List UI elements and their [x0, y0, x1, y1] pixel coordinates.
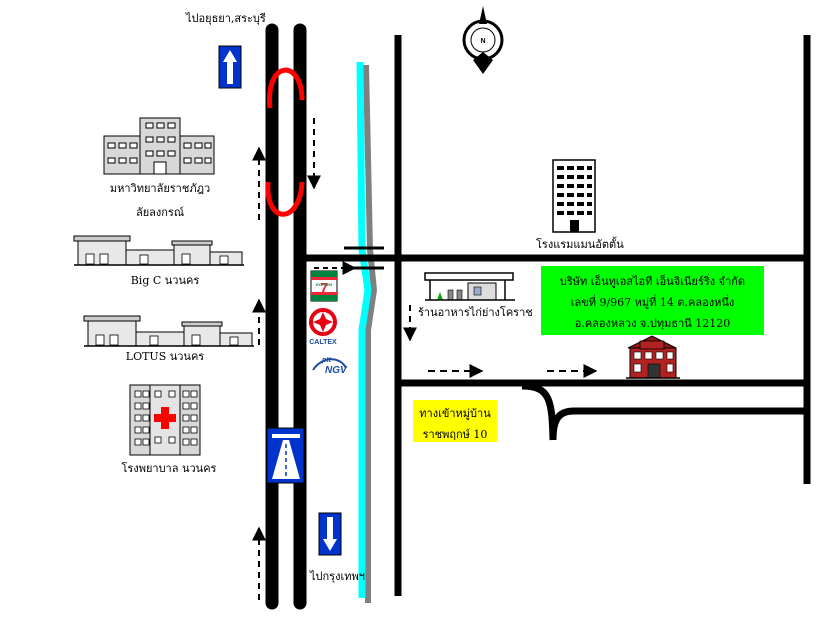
label-to-ayutthaya: ไปอยุธยา,สระบุรี: [186, 12, 266, 25]
label-hospital: โรงพยาบาล นวนคร: [121, 462, 217, 475]
label-hotel: โรงแรมแมนอัตตั้น: [536, 238, 624, 251]
company-house-icon: [626, 335, 680, 379]
ptt-label: ptt: [321, 357, 332, 364]
village-entrance-road: [521, 382, 557, 441]
compass-icon: [462, 6, 504, 74]
seven-eleven-logo-icon: [310, 270, 338, 302]
ptt-ngv-logo-icon: [312, 358, 347, 371]
caltex-label: CALTEX: [309, 339, 337, 346]
ngv-label: NGV: [325, 365, 348, 376]
hotel-building-icon: [552, 159, 596, 233]
mall-building-icon-lotus: [83, 315, 254, 347]
village-entrance-box: ทางเข้าหมู่บ้าน ราชพฤกษ์ 10: [413, 400, 497, 442]
down-arrow-sign-icon: [318, 512, 342, 556]
motorway-sign-icon: [266, 427, 305, 484]
canal: [356, 61, 372, 598]
compass-north-letter: N: [480, 38, 485, 45]
u-turn-bottom: [265, 181, 305, 217]
mall-building-icon-bigc: [73, 235, 244, 266]
label-bigc: Big C นวนคร: [130, 274, 200, 287]
hospital-building-icon: [129, 384, 201, 456]
village-entrance-line1: ทางเข้าหมู่บ้าน: [419, 407, 491, 420]
company-name: บริษัท เอ็นทูเอสไอที เอ็นจิเนียร์ริ่ง จำ…: [559, 275, 746, 288]
caltex-logo-icon: [309, 308, 337, 336]
up-arrow-sign-icon: [218, 45, 242, 89]
label-university-line1: มหาวิทยาลัยราชภัฎว: [109, 182, 211, 195]
seven-eleven-digit: 7: [320, 280, 328, 297]
village-entrance-line2: ราชพฤกษ์ 10: [422, 428, 488, 441]
company-address-line1: เลขที่ 9/967 หมู่ที่ 14 ต.คลองหนึ่ง: [570, 296, 735, 309]
label-university-line2: ลัยลงกรณ์: [135, 206, 185, 219]
restaurant-icon: [424, 272, 515, 301]
company-address-box: บริษัท เอ็นทูเอสไอที เอ็นจิเนียร์ริ่ง จำ…: [541, 266, 764, 335]
canal-edge: [363, 64, 378, 603]
university-building-icon: [103, 117, 215, 175]
seven-eleven-subtext: ELEVEN: [316, 282, 332, 287]
label-lotus: LOTUS นวนคร: [125, 350, 205, 363]
village-entrance-curb: [549, 407, 808, 441]
u-turn-top: [267, 67, 305, 109]
company-address-line2: อ.คลองหลวง จ.ปทุมธานี 12120: [574, 317, 731, 330]
label-restaurant: ร้านอาหารไก่ย่างโคราช: [418, 306, 533, 319]
label-to-bangkok: ไปกรุงเทพฯ: [310, 570, 365, 583]
